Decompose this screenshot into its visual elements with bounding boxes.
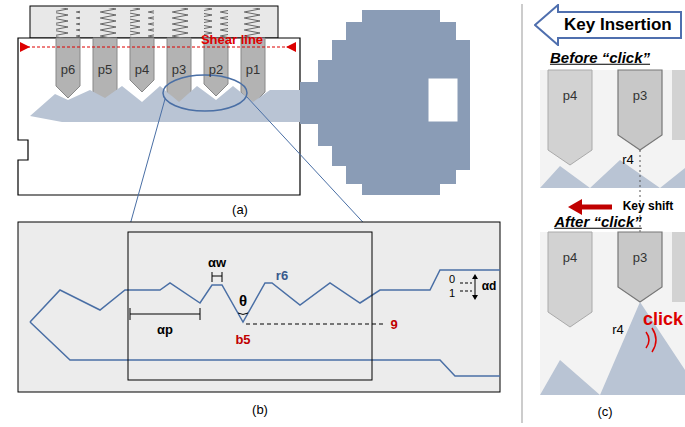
pin-label: p4	[563, 251, 577, 265]
pin-label: p6	[61, 63, 75, 77]
pin-label: p3	[633, 251, 647, 265]
panel-label: (b)	[252, 403, 268, 417]
pin-label: p4	[563, 89, 577, 103]
depth-number: 9	[390, 318, 397, 332]
bitting-label: b5	[235, 333, 250, 347]
depth-number: 0	[449, 273, 455, 285]
dimension-label: αp	[157, 323, 173, 337]
insertion-arrow: Key Insertion	[534, 4, 682, 46]
pin-label: p3	[633, 89, 647, 103]
step-heading: After “click”	[554, 214, 642, 231]
radius-label: r4	[622, 153, 634, 167]
sound-label: click	[643, 310, 683, 330]
arrow-text: Key Insertion	[564, 15, 682, 35]
dimension-label: αw	[208, 256, 226, 270]
shear-line-label: Shear line	[201, 33, 263, 47]
panel-label: (c)	[597, 405, 612, 419]
dimension-label: αd	[482, 280, 497, 293]
panel-label: (a)	[232, 203, 248, 217]
depth-number: 1	[449, 287, 455, 299]
motion-label: Key shift	[623, 200, 674, 213]
pin-label: p3	[172, 63, 186, 77]
pin-label: p1	[246, 63, 260, 77]
pin-label: p5	[98, 63, 112, 77]
pin-label: p4	[135, 63, 149, 77]
radius-label: r4	[612, 323, 624, 337]
radius-label: r6	[276, 269, 288, 283]
pin-label: p2	[209, 63, 223, 77]
angle-label: θ	[239, 293, 247, 310]
step-heading: Before “click”	[550, 50, 650, 67]
